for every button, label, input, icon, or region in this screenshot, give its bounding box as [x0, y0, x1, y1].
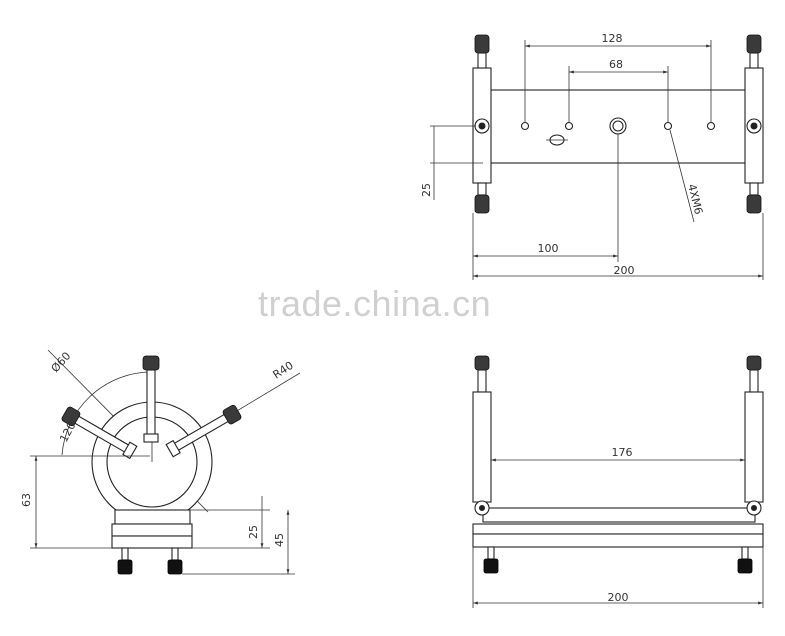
side-base-lower	[111, 535, 193, 549]
front-rod	[482, 507, 756, 523]
side-dim-63-label: 63	[20, 493, 33, 507]
side-left-foot-stem	[121, 547, 129, 561]
side-angle-label: 120°	[57, 415, 81, 445]
angle-arc	[61, 371, 151, 456]
dim-68-label: 68	[609, 58, 623, 71]
side-left-screw-tip	[122, 441, 138, 460]
top-right-upper-knob	[746, 34, 762, 54]
side-diameter-label: Ø60	[49, 349, 74, 375]
side-top-knob	[142, 355, 160, 371]
top-left-lower-screw	[477, 182, 487, 196]
front-dim-200-label: 200	[608, 591, 629, 604]
watermark: trade.china.cn	[258, 283, 491, 324]
top-view: 128 68 25 100 200 4XM6	[420, 32, 764, 280]
top-right-upper-screw	[749, 52, 759, 69]
front-left-knob	[474, 355, 490, 371]
front-right-knob	[746, 355, 762, 371]
front-base-top	[472, 523, 764, 535]
front-right-foot	[737, 558, 753, 574]
side-dim-25-label: 25	[247, 525, 260, 539]
top-right-pivot-center	[750, 122, 758, 130]
front-right-foot-stem	[741, 546, 749, 560]
front-left-foot-stem	[487, 546, 495, 560]
m6-hole-2	[564, 121, 574, 131]
top-left-upper-knob	[474, 34, 490, 54]
side-view: 63 25 45 Ø60 R40 120°	[20, 349, 301, 575]
side-right-foot	[167, 559, 183, 575]
side-base-upper	[114, 509, 191, 525]
front-left-screw	[477, 369, 487, 393]
callout-leader	[669, 129, 695, 223]
front-dim-176-label: 176	[612, 446, 633, 459]
front-right-pivot-center	[751, 505, 757, 511]
dim-200-label: 200	[614, 264, 635, 277]
dim-128-label: 128	[602, 32, 623, 45]
top-left-lower-knob	[474, 194, 490, 214]
m6-hole-4	[706, 121, 716, 131]
side-left-foot	[117, 559, 133, 575]
m6-hole-3	[663, 121, 673, 131]
side-top-screw-tip	[143, 433, 159, 443]
front-left-post	[472, 391, 492, 503]
m6-hole-1	[520, 121, 530, 131]
side-dim-45-label: 45	[273, 533, 286, 547]
front-left-foot	[483, 558, 499, 574]
front-right-screw	[749, 369, 759, 393]
side-right-screw-tip	[165, 439, 181, 458]
side-left-knob	[61, 406, 81, 427]
front-left-pivot-center	[479, 505, 485, 511]
side-right-foot-stem	[171, 547, 179, 561]
front-view: 176 200	[472, 355, 764, 608]
dim-100-label: 100	[538, 242, 559, 255]
side-top-screw	[146, 369, 156, 437]
front-right-post	[744, 391, 764, 503]
top-right-lower-knob	[746, 194, 762, 214]
center-mount-hole-inner	[612, 120, 624, 132]
front-base-bottom	[472, 533, 764, 548]
top-left-pivot-center	[478, 122, 486, 130]
side-base-middle	[111, 523, 193, 537]
side-left-screw-assembly	[61, 406, 138, 460]
side-right-knob	[222, 404, 242, 425]
top-right-lower-screw	[749, 182, 759, 196]
top-left-upper-screw	[477, 52, 487, 69]
dim-25-label: 25	[420, 183, 433, 197]
side-right-screw-assembly	[165, 404, 242, 458]
